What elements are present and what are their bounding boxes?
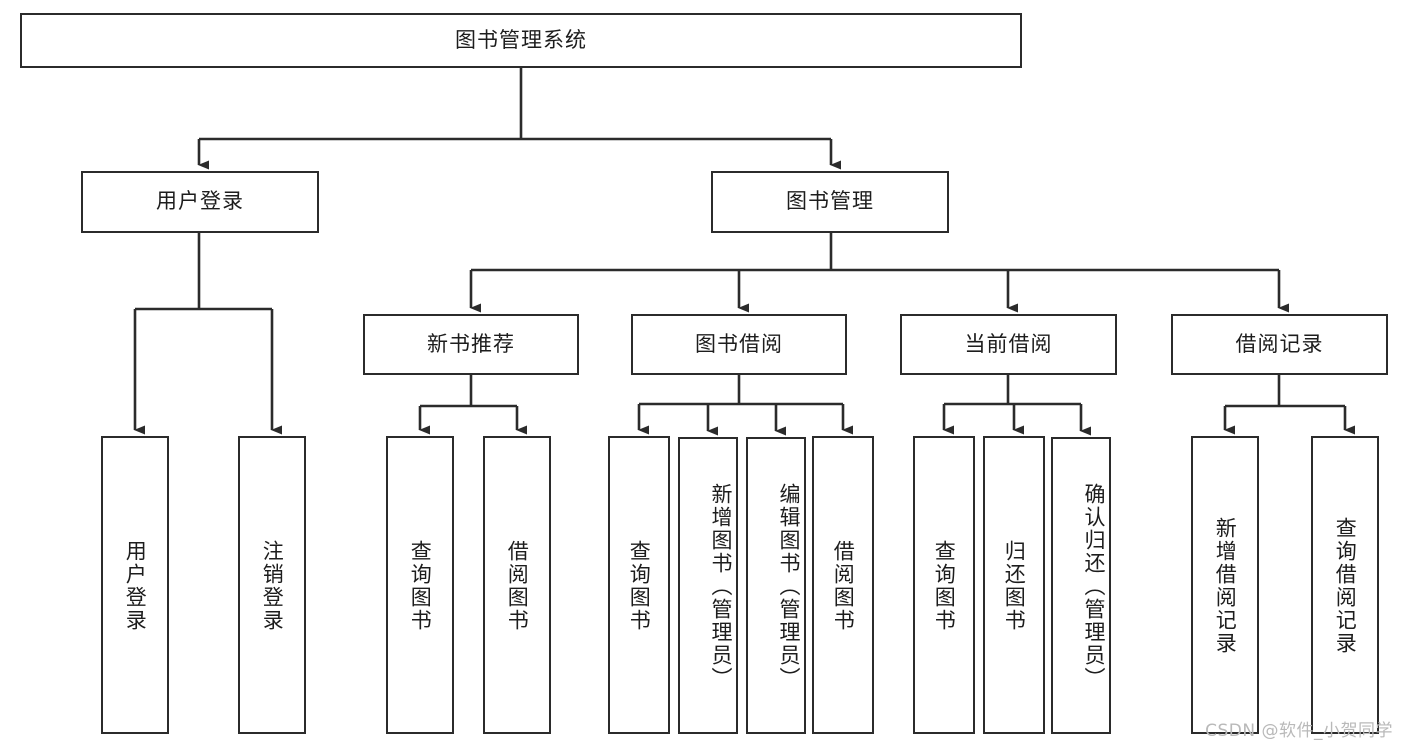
node-current-borrow[interactable]: 当前借阅 xyxy=(900,314,1117,375)
leaf-edit-book-admin[interactable]: 编辑图书（管理员） xyxy=(746,437,806,734)
leaf-query-book-current[interactable]: 查询图书 xyxy=(913,436,975,734)
leaf-add-borrow-record[interactable]: 新增借阅记录 xyxy=(1191,436,1259,734)
node-user-login[interactable]: 用户登录 xyxy=(81,171,319,233)
leaf-user-logout[interactable]: 注销登录 xyxy=(238,436,306,734)
leaf-user-login[interactable]: 用户登录 xyxy=(101,436,169,734)
node-book-manage[interactable]: 图书管理 xyxy=(711,171,949,233)
leaf-query-book-borrow[interactable]: 查询图书 xyxy=(608,436,670,734)
node-new-book-recommend[interactable]: 新书推荐 xyxy=(363,314,579,375)
node-borrow-record[interactable]: 借阅记录 xyxy=(1171,314,1388,375)
watermark-credit: CSDN @软件_小贺同学 xyxy=(1205,721,1393,741)
leaf-query-book-recommend[interactable]: 查询图书 xyxy=(386,436,454,734)
leaf-confirm-return-admin[interactable]: 确认归还（管理员） xyxy=(1051,437,1111,734)
leaf-return-book[interactable]: 归还图书 xyxy=(983,436,1045,734)
leaf-query-borrow-record[interactable]: 查询借阅记录 xyxy=(1311,436,1379,734)
node-root[interactable]: 图书管理系统 xyxy=(20,13,1022,68)
leaf-borrow-book-borrow[interactable]: 借阅图书 xyxy=(812,436,874,734)
leaf-borrow-book-recommend[interactable]: 借阅图书 xyxy=(483,436,551,734)
leaf-add-book-admin[interactable]: 新增图书（管理员） xyxy=(678,437,738,734)
node-book-borrow[interactable]: 图书借阅 xyxy=(631,314,847,375)
